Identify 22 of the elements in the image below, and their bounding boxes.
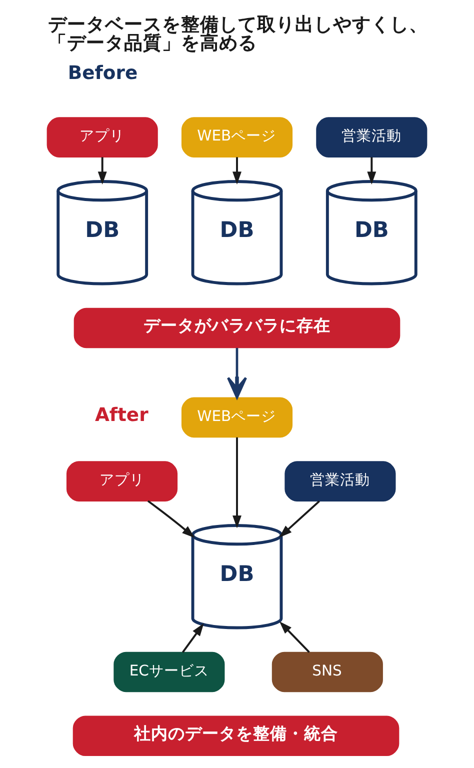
- arrow: [279, 500, 320, 538]
- arrow: [226, 348, 248, 399]
- arrow: [232, 157, 242, 184]
- node-box: ECサービス: [114, 652, 225, 692]
- node-box: アプリ: [46, 117, 158, 158]
- node-box: 営業活動: [284, 461, 396, 502]
- node-box: WEBページ: [181, 117, 293, 158]
- node-box: 社内のデータを整備・統合: [72, 716, 400, 756]
- arrow: [232, 437, 242, 528]
- arrow: [367, 157, 376, 184]
- arrow: [98, 157, 107, 184]
- node-box: WEBページ: [181, 397, 293, 438]
- label: After: [94, 405, 148, 426]
- arrow: [279, 621, 310, 653]
- node-box: アプリ: [66, 461, 178, 502]
- arrow: [147, 500, 195, 538]
- arrow: [182, 623, 204, 653]
- diagram-title: データベースを整備して取り出しやすくし、「データ品質」を高める: [48, 14, 428, 54]
- node-box: 営業活動: [316, 117, 428, 158]
- node-box: データがバラバラに存在: [74, 308, 400, 348]
- node-box: SNS: [272, 652, 383, 692]
- label: Before: [68, 63, 138, 84]
